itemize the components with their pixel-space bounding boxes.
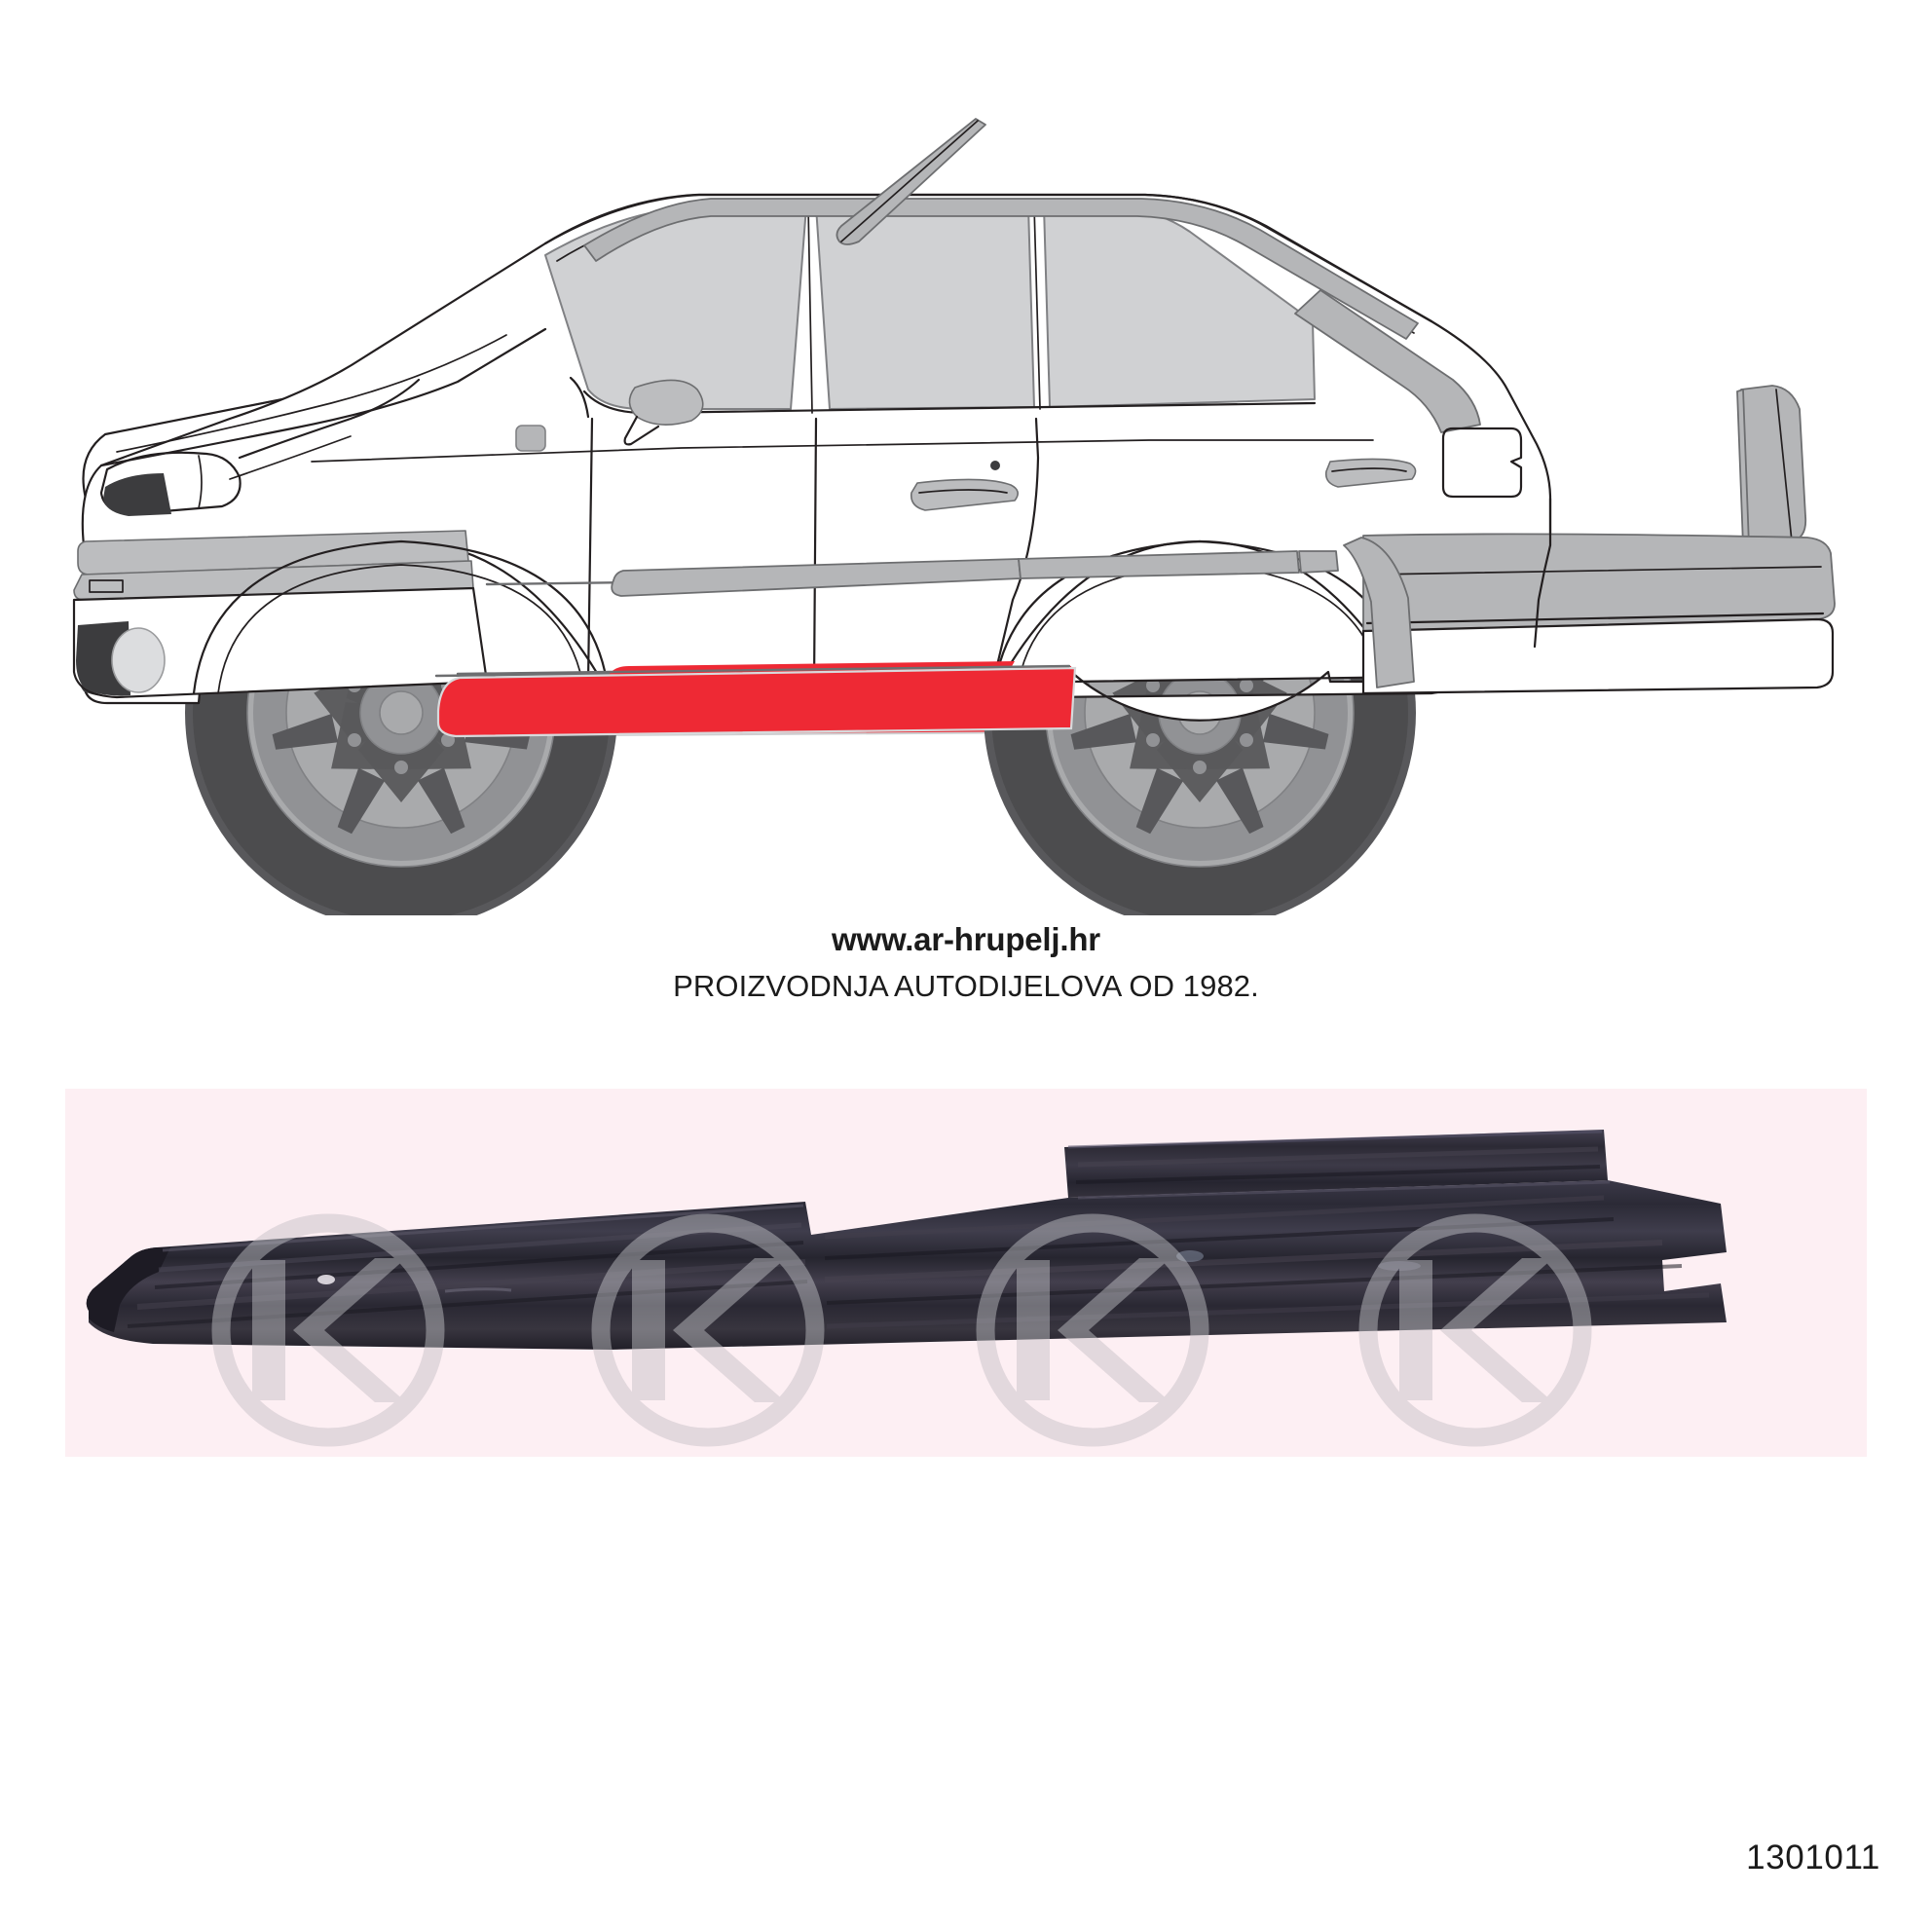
- car-side-view-line-drawing: .ln { fill:none; stroke:#231f20; stroke-…: [72, 118, 1836, 915]
- front-end-details: [72, 327, 1374, 699]
- highlighted-sill-overlay: [436, 661, 1077, 738]
- side-marker-reflector: [515, 425, 546, 452]
- circle-k-watermark-overlay: [211, 1213, 1592, 1447]
- roof-antenna: [836, 118, 986, 245]
- company-website: www.ar-hrupelj.hr: [832, 921, 1100, 957]
- caption-block: www.ar-hrupelj.hr PROIZVODNJA AUTODIJELO…: [0, 919, 1932, 1007]
- sill-panel-photograph: [65, 1089, 1867, 1457]
- sill-panel-part: [86, 1130, 1727, 1350]
- car-diagram-panel: .ln { fill:none; stroke:#231f20; stroke-…: [0, 0, 1932, 915]
- rocker-seam-line: [456, 664, 1071, 676]
- side-mirror: [623, 379, 704, 446]
- fuel-filler-door: [1441, 427, 1523, 499]
- part-number: 1301011: [1746, 1839, 1880, 1876]
- part-photo-panel: [65, 1089, 1867, 1457]
- window-group: [543, 193, 1481, 433]
- company-tagline: PROIZVODNJA AUTODIJELOVA OD 1982.: [673, 969, 1259, 1004]
- rear-door-handle: [1324, 458, 1417, 488]
- rear-end-details: [1343, 385, 1836, 695]
- front-door-handle: [910, 478, 1019, 511]
